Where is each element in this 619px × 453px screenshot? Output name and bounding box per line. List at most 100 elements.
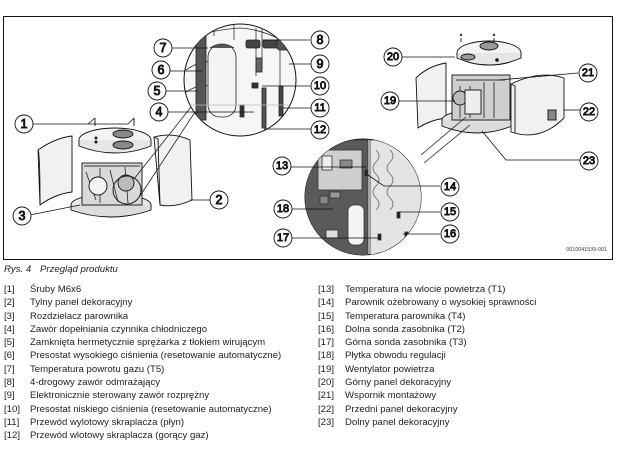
callout-17: 17 xyxy=(273,228,293,248)
svg-text:23: 23 xyxy=(583,155,595,167)
legend-left-column: [1]Śruby M6x6[2]Tylny panel dekoracyjny[… xyxy=(4,283,281,443)
callouts: 1 2 3 4 5 6 7 8 9 10 11 12 13 14 15 16 1… xyxy=(12,30,599,248)
callout-15: 15 xyxy=(440,202,460,222)
legend-item: [18] Płytka obwodu regulacji xyxy=(318,349,536,362)
legend-index: [21] xyxy=(318,390,335,402)
legend-item: [15] Temperatura parownika (T4) xyxy=(318,310,536,323)
svg-text:15: 15 xyxy=(444,206,456,218)
callout-3: 3 xyxy=(12,206,32,226)
legend-label: Tylny panel dekoracyjny xyxy=(30,297,133,309)
svg-text:12: 12 xyxy=(314,124,326,136)
legend-item: [8] 4-drogowy zawór odmrażający xyxy=(4,376,281,389)
callout-7: 7 xyxy=(153,38,173,58)
legend-index: [14] xyxy=(318,297,335,309)
left-panel-shape xyxy=(37,135,73,206)
callout-6: 6 xyxy=(151,60,171,80)
callout-1: 1 xyxy=(14,114,34,134)
legend-item: [6] Presostat wysokiego ciśnienia (reseto… xyxy=(4,349,281,362)
legend-index: [10] xyxy=(4,403,21,415)
legend-index: [22] xyxy=(318,403,335,415)
legend-index: [11] xyxy=(4,416,20,428)
legend-index: [6] xyxy=(4,350,15,362)
callout-23: 23 xyxy=(579,151,599,171)
figure-id-code: 0010041539-001 xyxy=(566,247,607,253)
callout-12: 12 xyxy=(310,120,330,140)
legend-index: [23] xyxy=(318,416,335,428)
legend-label: Wspornik montażowy xyxy=(345,390,437,402)
compressor-detail-drawing xyxy=(183,23,297,137)
legend-label: Zamknięta hermetycznie sprężarka z tłoki… xyxy=(30,337,266,349)
svg-text:2: 2 xyxy=(216,193,223,207)
figure-number: Rys. 4 xyxy=(4,264,32,275)
svg-text:22: 22 xyxy=(583,106,595,118)
legend-index: [9] xyxy=(4,390,15,402)
legend-item: [7] Temperatura powrotu gazu (T5) xyxy=(4,363,281,376)
legend-label: Górny panel dekoracyjny xyxy=(345,377,452,389)
legend-index: [8] xyxy=(4,377,15,389)
product-overview-illustration: 1 2 3 4 5 6 7 8 9 10 11 12 13 14 15 16 1… xyxy=(12,23,599,256)
legend-item: [4]Zawór dopełniania czynnika chłodnicze… xyxy=(4,323,281,336)
legend-label: Górna sonda zasobnika (T3) xyxy=(345,337,467,349)
callout-14: 14 xyxy=(440,177,460,197)
legend-item: [21] Wspornik montażowy xyxy=(318,389,536,402)
svg-text:19: 19 xyxy=(384,95,396,107)
callout-2: 2 xyxy=(209,190,229,210)
leader-lines xyxy=(29,39,580,239)
figure-caption: Rys. 4 Przegląd produktu xyxy=(4,264,118,275)
svg-text:17: 17 xyxy=(277,232,289,244)
legend-item: [10] Presostat niskiego ciśnienia (reseto… xyxy=(4,403,281,416)
callout-11: 11 xyxy=(310,98,330,118)
legend-index: [12] xyxy=(4,430,21,442)
legend-label: Przewód wylotowy skraplacza (płyn) xyxy=(30,416,185,428)
legend-label: Elektronicznie sterowany zawór rozprężny xyxy=(30,390,210,402)
svg-text:9: 9 xyxy=(317,57,324,71)
legend-item: [1]Śruby M6x6 xyxy=(4,283,281,296)
svg-text:13: 13 xyxy=(276,160,288,172)
legend-index: [16] xyxy=(318,323,335,335)
right-unit-drawing xyxy=(415,32,565,136)
legend-item: [11] Przewód wylotowy skraplacza (płyn) xyxy=(4,416,281,429)
figure-frame xyxy=(3,16,613,260)
legend-item: [23]Dolny panel dekoracyjny xyxy=(318,416,536,429)
legend-label: Temperatura powrotu gazu (T5) xyxy=(30,363,165,375)
svg-text:1: 1 xyxy=(21,117,28,131)
legend-label: Zawór dopełniania czynnika chłodniczego xyxy=(30,323,208,335)
legend-item: [13]Temperatura na wlocie powietrza (T1) xyxy=(318,283,536,296)
legend-label: Presostat niskiego ciśnienia (resetowani… xyxy=(30,403,272,415)
callout-18: 18 xyxy=(273,199,293,219)
svg-text:11: 11 xyxy=(314,102,325,114)
legend-index: [18] xyxy=(318,350,335,362)
svg-text:8: 8 xyxy=(317,33,324,47)
figure-title: Przegląd produktu xyxy=(40,264,118,275)
svg-text:16: 16 xyxy=(444,228,456,240)
legend-index: [15] xyxy=(318,310,335,322)
front-panel-shape xyxy=(510,74,565,136)
left-unit-drawing xyxy=(37,118,193,218)
legend-item: [19]Wentylator powietrza xyxy=(318,363,536,376)
legend-index: [7] xyxy=(4,363,15,375)
legend-item: [17] Górna sonda zasobnika (T3) xyxy=(318,336,536,349)
callout-16: 16 xyxy=(440,224,460,244)
callout-5: 5 xyxy=(147,81,167,101)
svg-text:4: 4 xyxy=(156,105,163,119)
svg-text:21: 21 xyxy=(582,67,594,79)
legend-label: Płytka obwodu regulacji xyxy=(345,350,446,362)
control-board-detail-drawing xyxy=(304,138,422,256)
legend-item: [5] Zamknięta hermetycznie sprężarka z tł… xyxy=(4,336,281,349)
legend-label: 4-drogowy zawór odmrażający xyxy=(30,377,161,389)
legend-label: Temperatura parownika (T4) xyxy=(345,310,466,322)
legend-label: Presostat wysokiego ciśnienia (resetowan… xyxy=(30,350,282,362)
svg-text:20: 20 xyxy=(387,51,399,63)
svg-text:3: 3 xyxy=(19,209,26,223)
svg-text:18: 18 xyxy=(277,203,289,215)
left-side-panel-shape xyxy=(415,62,447,129)
legend-item: [12]Przewód wlotowy skraplacza (gorący g… xyxy=(4,429,281,442)
legend-index: [17] xyxy=(318,337,335,349)
legend-index: [5] xyxy=(4,337,15,349)
callout-4: 4 xyxy=(149,102,169,122)
legend-item: [3]Rozdzielacz parownika xyxy=(4,310,281,323)
callout-9: 9 xyxy=(310,54,330,74)
legend-item: [16]Dolna sonda zasobnika (T2) xyxy=(318,323,536,336)
legend-item: [14]Parownik ożebrowany o wysokiej spraw… xyxy=(318,296,536,309)
legend-label: Śruby M6x6 xyxy=(30,284,82,295)
